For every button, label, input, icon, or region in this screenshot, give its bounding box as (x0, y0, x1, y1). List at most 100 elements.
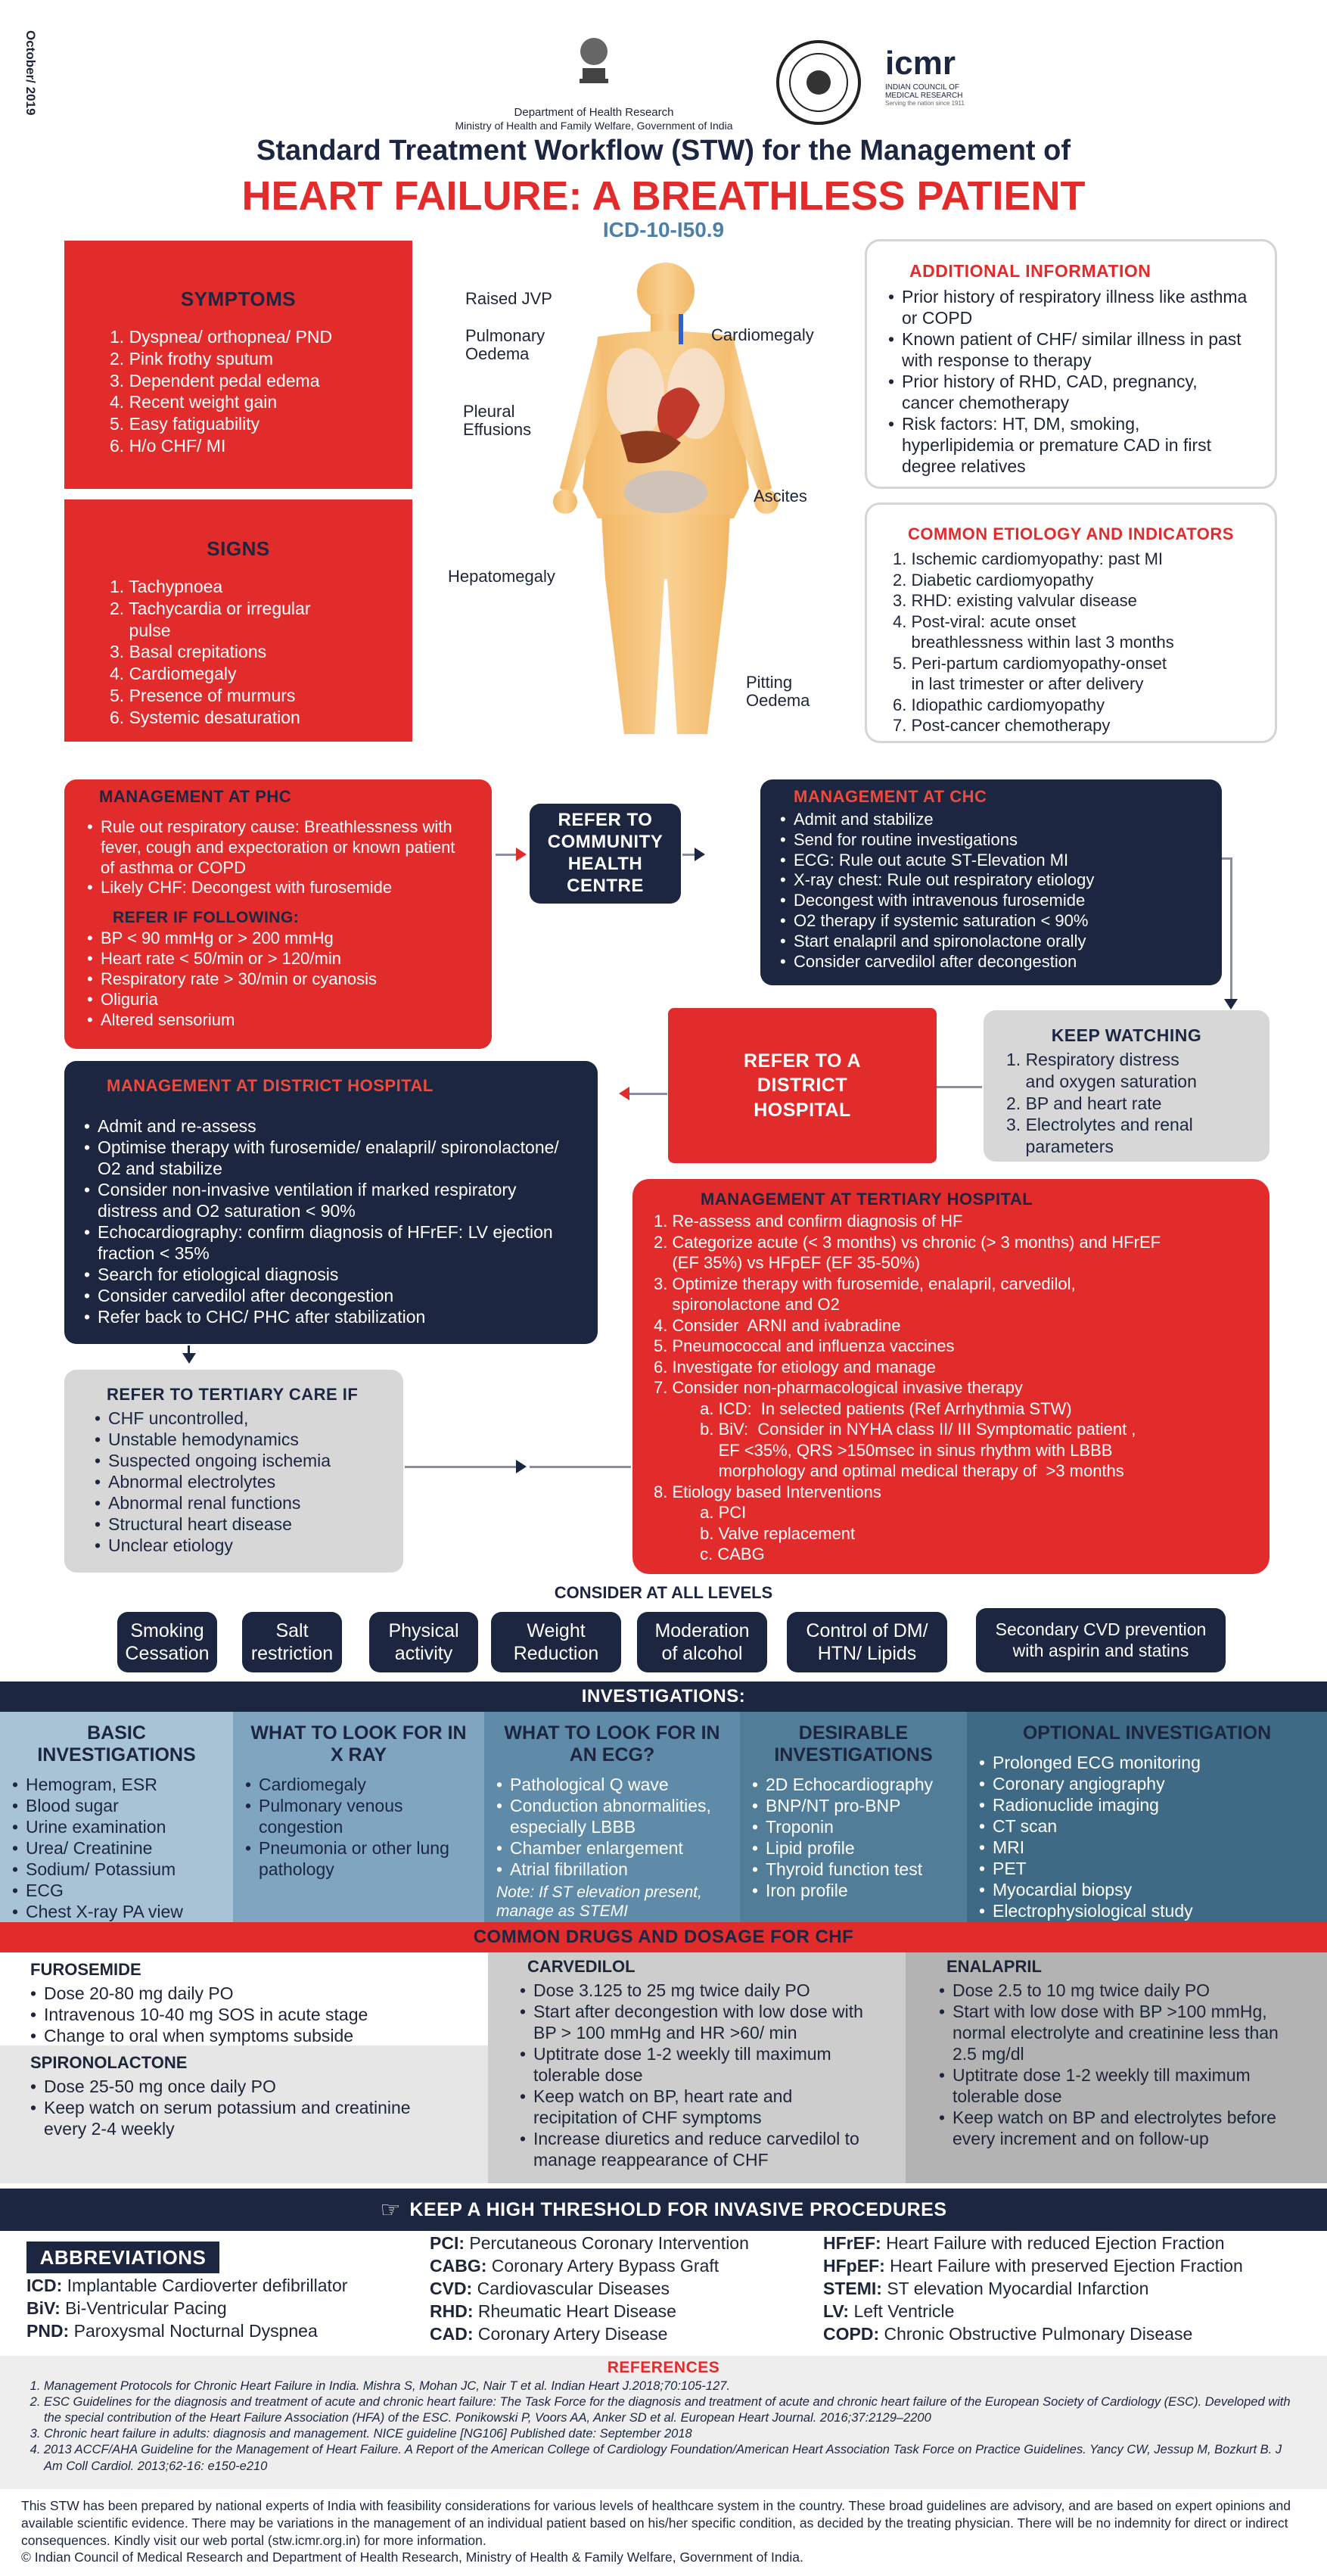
investigation-column-title: WHAT TO LOOK FOR IN AN ECG? (504, 1722, 720, 1766)
investigation-column: WHAT TO LOOK FOR IN AN ECG?Pathological … (484, 1712, 740, 1922)
chc-list: Admit and stabilizeSend for routine inve… (780, 810, 1202, 972)
investigation-column-title: BASIC INVESTIGATIONS (37, 1722, 196, 1766)
list-item: Unclear etiology (95, 1535, 373, 1556)
footer-copyright: © Indian Council of Medical Research and… (21, 2550, 803, 2565)
consider-salt: Salt restriction (242, 1612, 342, 1672)
investigation-list: Hemogram, ESRBlood sugarUrine examinatio… (12, 1774, 221, 1922)
list-item: Search for etiological diagnosis (84, 1264, 578, 1285)
investigation-item: Coronary angiography (979, 1773, 1315, 1794)
icmr-logo: icmr INDIAN COUNCIL OF MEDICAL RESEARCH … (885, 45, 965, 107)
list-item: Unstable hemodynamics (95, 1429, 373, 1450)
list-item: 5. Presence of murmurs (110, 685, 296, 705)
investigation-item: Sodium/ Potassium (12, 1859, 221, 1880)
district-title: MANAGEMENT AT DISTRICT HOSPITAL (107, 1076, 434, 1095)
additional-info-title: ADDITIONAL INFORMATION (909, 261, 1151, 281)
list-item: Dose 25-50 mg once daily PO (30, 2076, 458, 2097)
arrow-refer-to-chc (682, 854, 698, 856)
list-item: 1. Tachypnoea (110, 577, 223, 596)
symptoms-title: SYMPTOMS (180, 288, 297, 310)
list-item: Suspected ongoing ischemia (95, 1450, 373, 1471)
tertiary-refer-list: CHF uncontrolled,Unstable hemodynamicsSu… (95, 1408, 373, 1556)
list-item: Dose 2.5 to 10 mg twice daily PO (939, 1980, 1294, 2001)
consider-title: CONSIDER AT ALL LEVELS (554, 1583, 773, 1602)
list-item: CHF uncontrolled, (95, 1408, 373, 1429)
list-item: 4. Post-viral: acute onset (893, 611, 1077, 631)
phc-refer-list: BP < 90 mmHg or > 200 mmHgHeart rate < 5… (87, 929, 469, 1030)
abbrev-definition: Cardiovascular Diseases (477, 2278, 670, 2298)
tertiary-refer-title: REFER TO TERTIARY CARE IF (107, 1385, 359, 1404)
arrow-head-1 (516, 848, 527, 861)
list-item: 4. Consider ARNI and ivabradine (654, 1315, 901, 1335)
arrow-head-3 (1224, 999, 1238, 1010)
national-emblem (575, 30, 613, 91)
tertiary-title: MANAGEMENT AT TERTIARY HOSPITAL (701, 1190, 1033, 1209)
ministry-name: Ministry of Health and Family Welfare, G… (455, 120, 733, 132)
list-item: Keep watch on BP and electrolytes before… (939, 2107, 1294, 2149)
list-item: O2 therapy if systemic saturation < 90% (780, 911, 1202, 932)
list-item: Prior history of respiratory illness lik… (888, 286, 1254, 328)
investigations-columns: BASIC INVESTIGATIONS Hemogram, ESRBlood s… (0, 1712, 1327, 1922)
references-list: Management Protocols for Chronic Heart F… (30, 2378, 1297, 2475)
list-item: 4. Cardiomegaly (110, 664, 237, 683)
icmr-seal (775, 39, 862, 126)
label-pitting-oedema: Pitting Oedema (746, 673, 810, 711)
footer: This STW has been prepared by national e… (21, 2497, 1307, 2566)
list-item: Abnormal renal functions (95, 1492, 373, 1514)
label-ascites: Ascites (754, 487, 807, 506)
additional-info-list: Prior history of respiratory illness lik… (888, 286, 1254, 477)
refer-district-label: REFER TO A DISTRICT HOSPITAL (743, 1050, 861, 1121)
list-item: Admit and stabilize (780, 810, 1202, 830)
investigation-item: Radionuclide imaging (979, 1794, 1315, 1815)
investigation-item: Troponin (752, 1816, 955, 1837)
body-illustration (499, 261, 832, 745)
list-item: 7. Consider non-pharmacological invasive… (654, 1378, 1023, 1397)
abbrev-title-box: ABBREVIATIONS (26, 2242, 219, 2273)
label-hepatomegaly: Hepatomegaly (448, 567, 555, 586)
investigation-item: BNP/NT pro-BNP (752, 1795, 955, 1816)
title-line2: HEART FAILURE: A BREATHLESS PATIENT (241, 173, 1086, 219)
investigation-item: Hemogram, ESR (12, 1774, 221, 1795)
arrow-district-down (188, 1346, 190, 1356)
phc-title: MANAGEMENT AT PHC (99, 787, 292, 806)
investigation-item: Myocardial biopsy (979, 1879, 1315, 1900)
arrow-head-6 (516, 1460, 527, 1473)
abbrev-row: CAD: Coronary Artery Disease (430, 2323, 823, 2346)
pointing-hand-icon: ☞ (380, 2197, 401, 2223)
list-item: Structural heart disease (95, 1514, 373, 1535)
list-item: 5. Pneumococcal and influenza vaccines (654, 1336, 955, 1355)
list-item: 2. Categorize acute (< 3 months) vs chro… (654, 1232, 1161, 1252)
etiology-title: COMMON ETIOLOGY AND INDICATORS (908, 524, 1234, 543)
list-item: b. BiV: Consider in NYHA class II/ III S… (654, 1420, 1136, 1439)
reference-item: ESC Guidelines for the diagnosis and tre… (44, 2394, 1297, 2426)
list-item: 7. Post-cancer chemotherapy (893, 716, 1111, 735)
investigation-item: Blood sugar (12, 1795, 221, 1816)
label-raised-jvp: Raised JVP (465, 289, 552, 308)
investigation-item: Atrial fibrillation (496, 1859, 728, 1880)
label-pulmonary-oedema: Pulmonary Oedema (465, 326, 545, 364)
abbrev-term: CVD: (430, 2278, 477, 2298)
investigation-item: Electrophysiological study (979, 1900, 1315, 1921)
list-item: Prior history of RHD, CAD, pregnancy, ca… (888, 371, 1254, 413)
phc-refer-title: REFER IF FOLLOWING: (113, 909, 300, 927)
list-item: Change to oral when symptoms subside (30, 2025, 458, 2046)
abbrev-row: COPD: Chronic Obstructive Pulmonary Dise… (823, 2323, 1322, 2346)
investigation-column: BASIC INVESTIGATIONS Hemogram, ESRBlood s… (0, 1712, 233, 1922)
investigation-column: DESIRABLE INVESTIGATIONS2D Echocardiogra… (740, 1712, 967, 1922)
list-item: and oxygen saturation (1006, 1071, 1197, 1091)
investigation-item: Prolonged ECG monitoring (979, 1752, 1315, 1773)
label-cardiomegaly: Cardiomegaly (711, 325, 814, 344)
list-item: Likely CHF: Decongest with furosemide (87, 878, 469, 898)
etiology-box: COMMON ETIOLOGY AND INDICATORS 1. Ischem… (865, 502, 1277, 743)
abbrev-definition: Coronary Artery Bypass Graft (491, 2255, 719, 2276)
list-item: 6. Systemic desaturation (110, 707, 300, 727)
abbrev-definition: Chronic Obstructive Pulmonary Disease (884, 2323, 1193, 2344)
list-item: Decongest with intravenous furosemide (780, 891, 1202, 911)
icd-code: ICD-10-I50.9 (602, 218, 725, 241)
investigation-column-title: OPTIONAL INVESTIGATION (1022, 1722, 1272, 1744)
investigation-item: Chest X-ray PA view (12, 1901, 221, 1922)
abbrev-definition: Left Ventricle (853, 2301, 955, 2321)
